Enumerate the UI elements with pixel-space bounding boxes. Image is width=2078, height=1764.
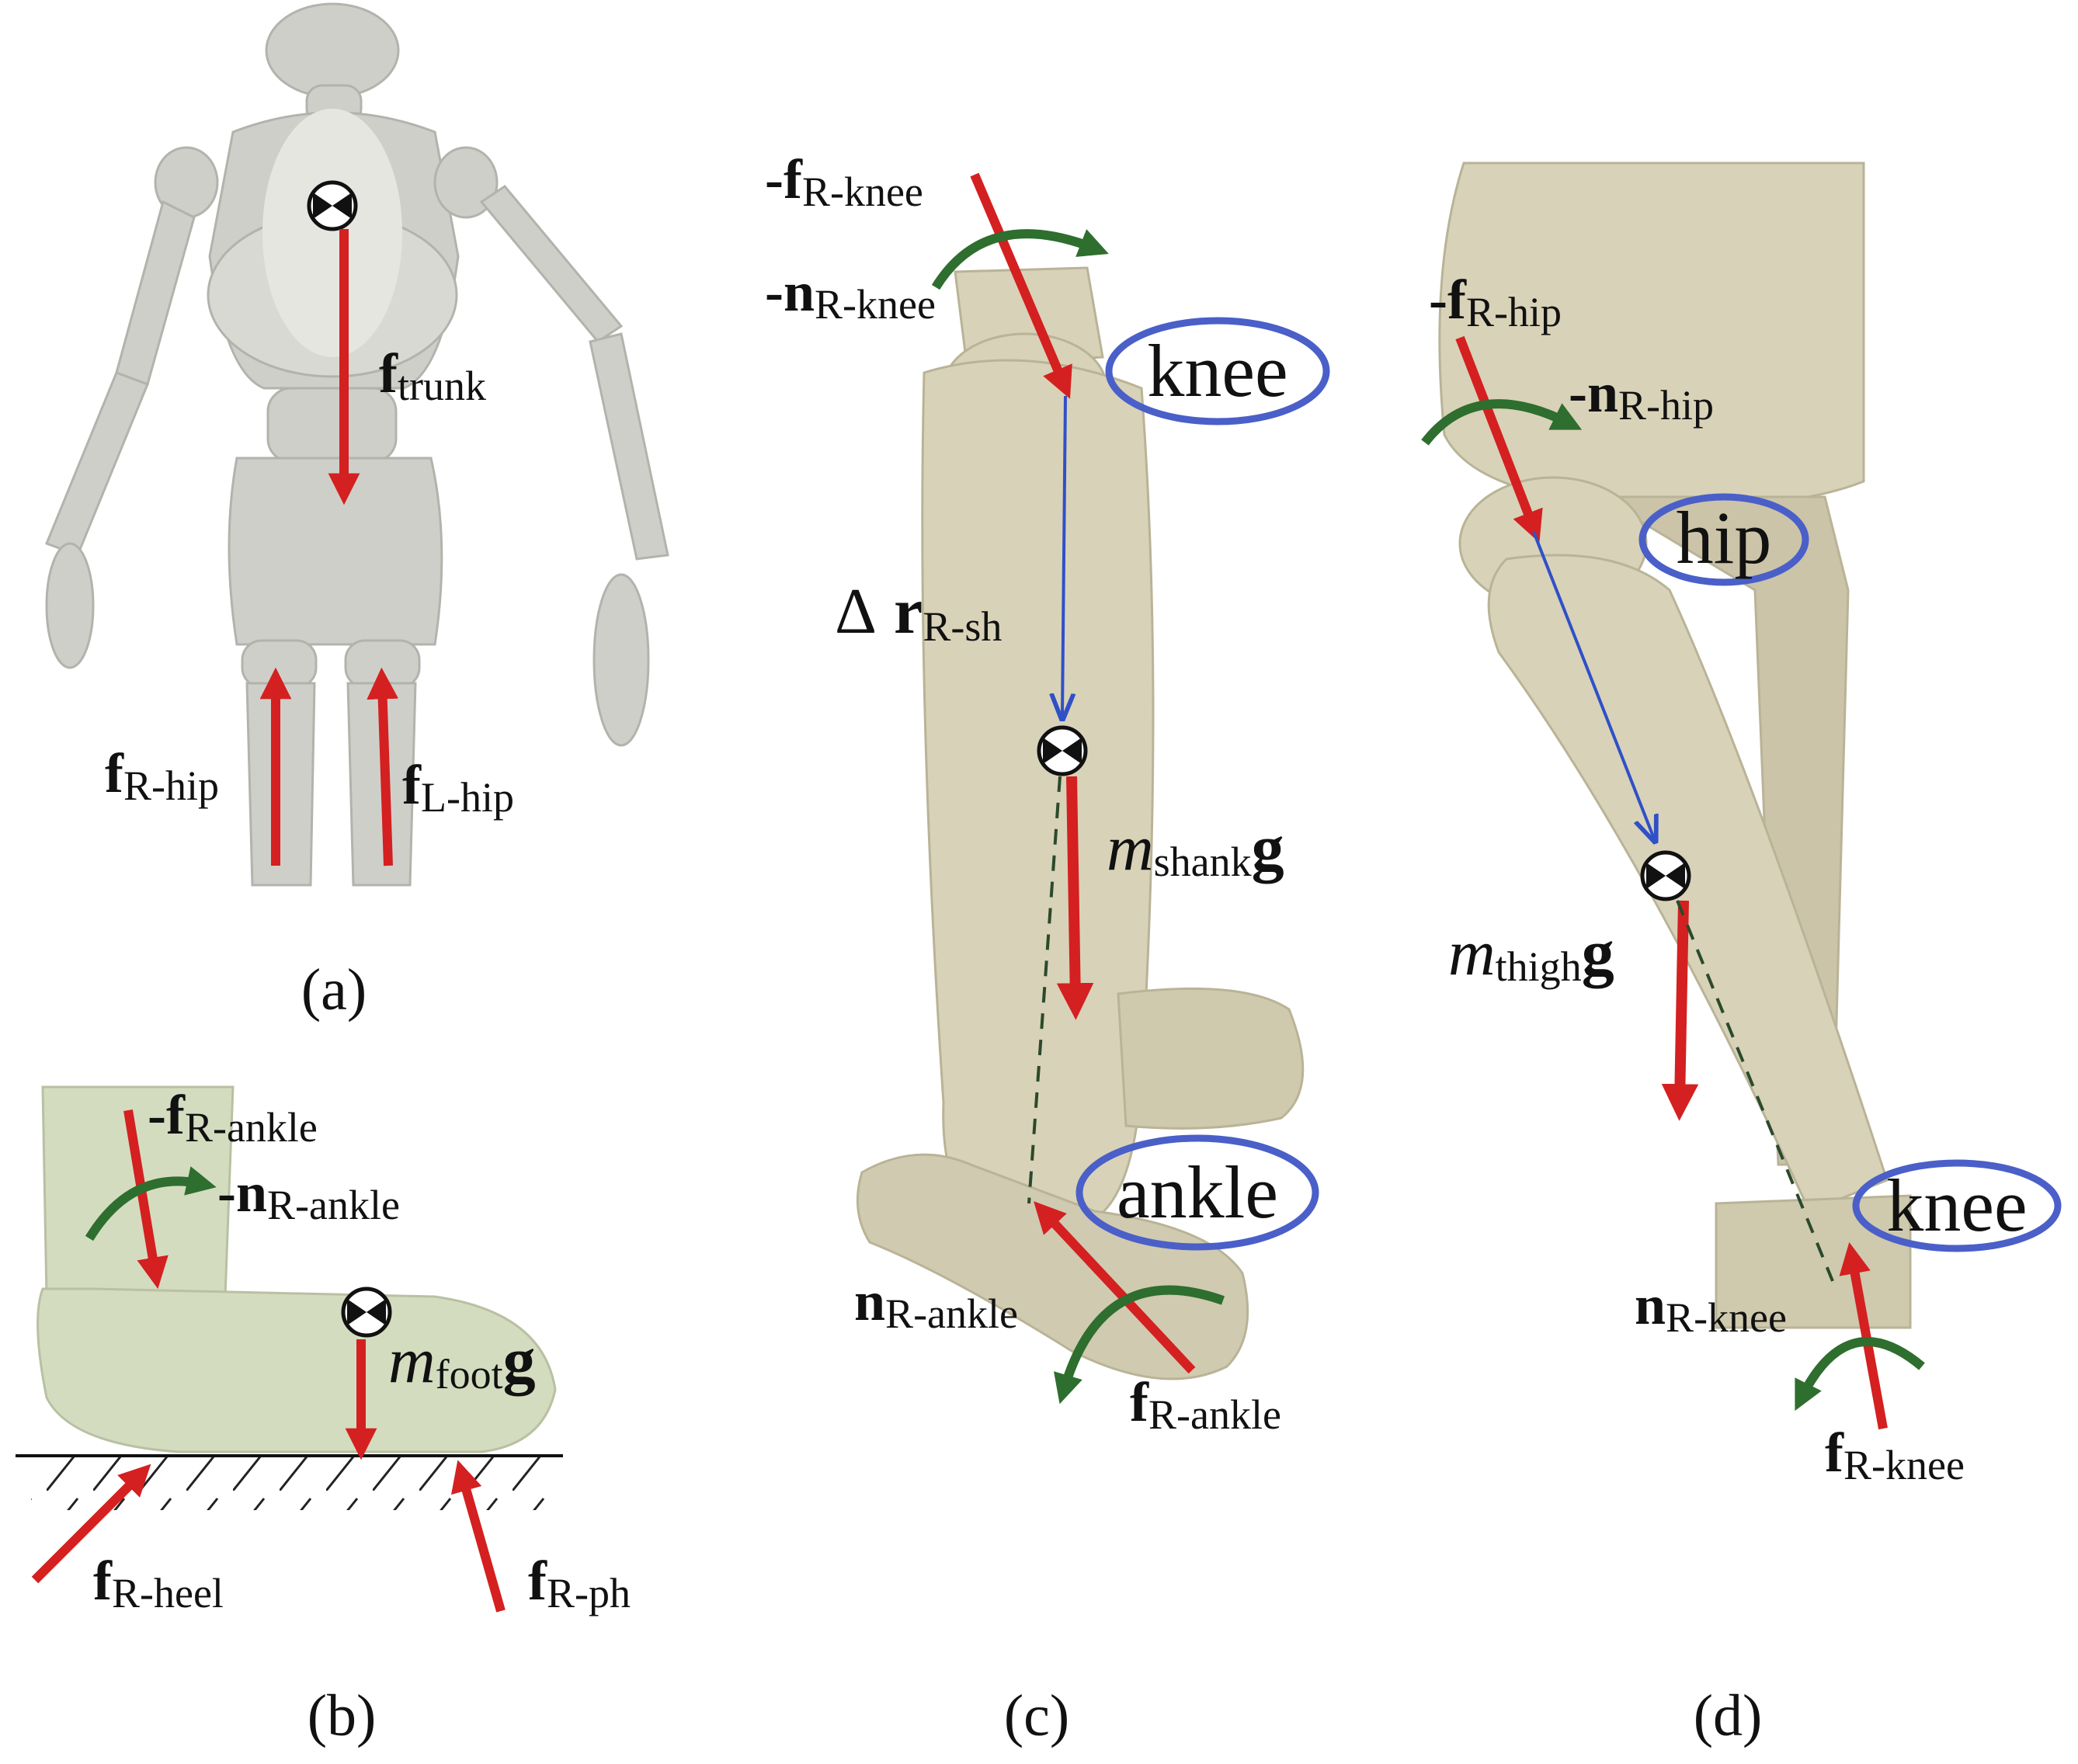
f-r-ankle-arrow xyxy=(1034,1201,1196,1374)
hip-label: hip xyxy=(1677,496,1772,579)
thigh-center-of-mass-icon xyxy=(1640,850,1691,901)
label-minus-f-r-hip: -fR-hip xyxy=(1429,269,1562,335)
foot-center-of-mass-icon xyxy=(341,1287,392,1338)
knee-label-d: knee xyxy=(1886,1164,2027,1247)
trunk-center-of-mass-icon xyxy=(307,180,358,231)
knee-joint-ring xyxy=(1105,317,1330,425)
label-f-r-hip: fR-hip xyxy=(105,742,219,809)
label-f-r-heel: fR-heel xyxy=(93,1550,224,1616)
label-f-r-ankle: fR-ankle xyxy=(1130,1371,1281,1438)
m-thigh-g-arrow xyxy=(1661,900,1699,1121)
wooden-shank xyxy=(856,266,1305,1380)
label-f-r-ph: fR-ph xyxy=(528,1550,631,1616)
minus-f-r-hip-arrow xyxy=(1455,335,1543,543)
caption-b: (b) xyxy=(308,1683,377,1748)
knee-label: knee xyxy=(1147,329,1287,412)
f-r-ph-arrow xyxy=(450,1460,506,1613)
panel-b: -fR-ankle -nR-ankle mfootg fR-heel fR-ph… xyxy=(16,1084,631,1748)
label-m-thigh-g: mthighg xyxy=(1448,917,1614,990)
caption-c: (c) xyxy=(1004,1683,1069,1748)
label-m-shank-g: mshankg xyxy=(1107,812,1284,885)
minus-f-r-knee-arrow xyxy=(970,172,1072,399)
knee-joint-ring xyxy=(1852,1159,2062,1252)
f-l-hip-arrow xyxy=(367,667,399,866)
label-minus-n-r-ankle: -nR-ankle xyxy=(217,1162,400,1228)
ankle-label: ankle xyxy=(1117,1151,1278,1234)
m-shank-g-arrow xyxy=(1056,776,1094,1020)
minus-n-r-hip-moment-icon xyxy=(1421,399,1583,446)
shank-center-of-mass-icon xyxy=(1037,725,1088,776)
label-minus-f-r-ankle: -fR-ankle xyxy=(148,1084,318,1151)
label-minus-n-r-knee: -nR-knee xyxy=(765,261,936,328)
ankle-joint-ring xyxy=(1075,1134,1319,1251)
minus-n-r-knee-moment-icon xyxy=(931,229,1109,290)
f-r-heel-arrow xyxy=(31,1464,151,1584)
label-n-r-knee: nR-knee xyxy=(1635,1274,1787,1341)
label-m-foot-g: mfootg xyxy=(388,1325,536,1398)
minus-n-r-ankle-moment-icon xyxy=(85,1166,217,1241)
caption-a: (a) xyxy=(301,957,367,1023)
wooden-thigh xyxy=(1438,161,1912,1329)
label-f-trunk: ftrunk xyxy=(379,342,486,409)
n-r-ankle-moment-icon xyxy=(1054,1285,1225,1405)
label-f-l-hip: fL-hip xyxy=(402,754,514,821)
label-minus-n-r-hip: -nR-hip xyxy=(1569,362,1714,429)
label-n-r-ankle: nR-ankle xyxy=(854,1270,1018,1337)
caption-d: (d) xyxy=(1694,1683,1763,1748)
shank-dashed-line xyxy=(1027,776,1062,1204)
hip-joint-ring xyxy=(1638,493,1809,586)
panel-a: ftrunk fR-hip fL-hip (a) xyxy=(45,2,669,1023)
panel-d: -fR-hip -nR-hip hip mthighg knee nR-knee… xyxy=(1421,161,2062,1748)
n-r-knee-moment-icon xyxy=(1795,1337,1925,1412)
label-f-r-knee: fR-knee xyxy=(1825,1422,1965,1488)
delta-r-r-sh-vector xyxy=(1062,395,1065,716)
label-minus-f-r-knee: -fR-knee xyxy=(765,148,923,215)
wooden-mannequin-torso xyxy=(45,2,669,887)
hip-to-thigh-com-vector xyxy=(1532,531,1654,839)
